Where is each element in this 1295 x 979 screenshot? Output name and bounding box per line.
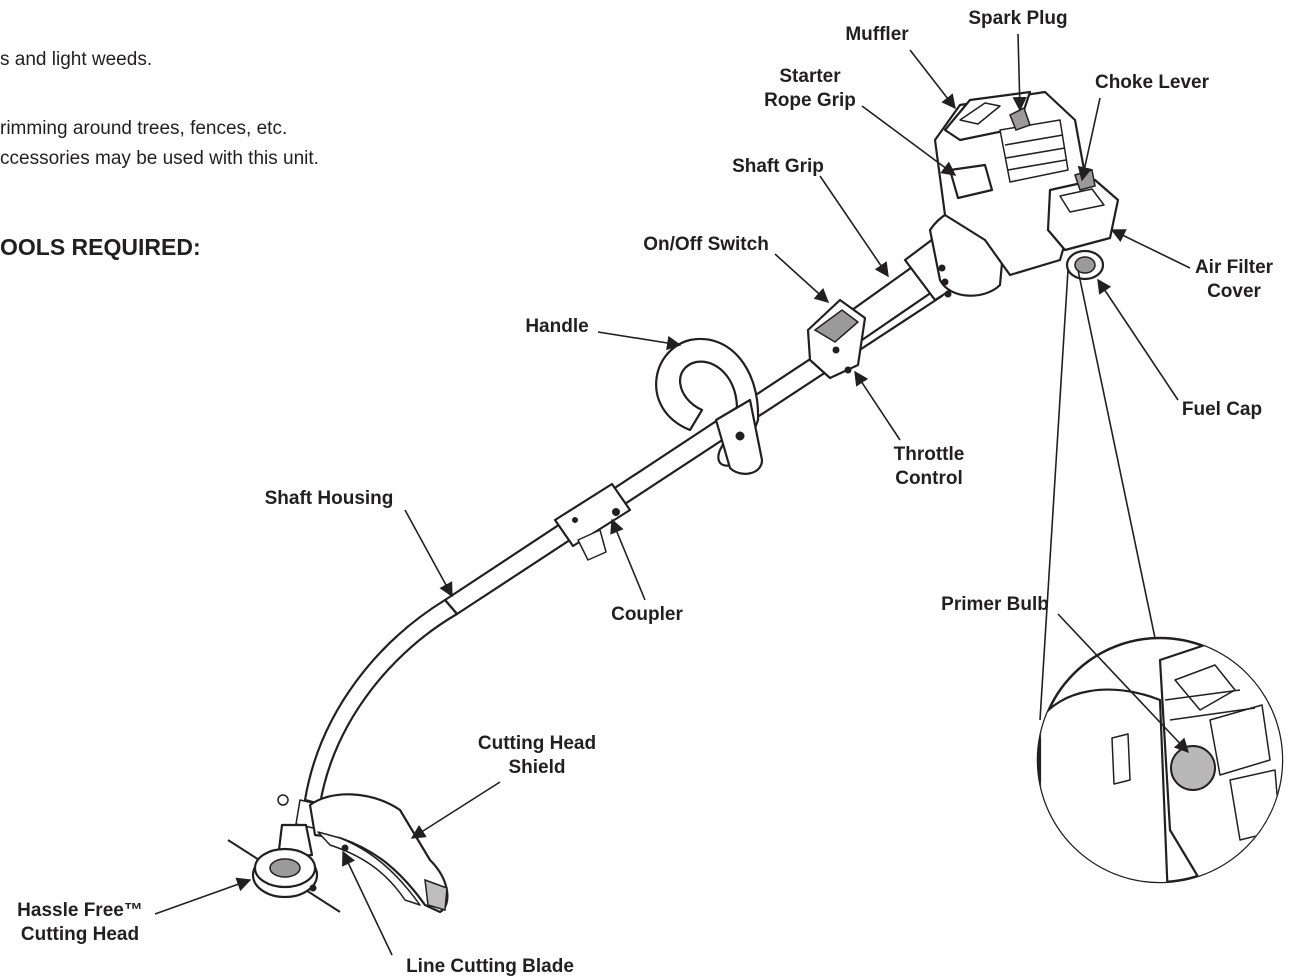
trimmer-illustration — [227, 90, 1120, 914]
label-handle: Handle — [525, 316, 588, 337]
leader-line-cutting-blade — [342, 850, 393, 956]
label-muffler: Muffler — [845, 24, 909, 45]
label-primer-bulb: Primer Bulb — [941, 594, 1049, 615]
hassle-free-cutting-head-part — [227, 794, 341, 913]
label-hassle-free-1: Hassle Free™ — [17, 900, 143, 921]
leader-on-off-switch — [774, 253, 830, 303]
intro-line-1: s and light weeds. — [0, 49, 153, 70]
label-starter-rope-grip-1: Starter — [779, 66, 841, 87]
leader-shaft-grip — [819, 175, 889, 278]
leader-shaft-housing — [404, 509, 453, 598]
leader-fuel-cap — [1097, 278, 1179, 401]
leader-throttle-control — [854, 370, 901, 441]
coupler-part — [553, 482, 632, 561]
label-air-filter-cover-2: Cover — [1207, 281, 1261, 302]
label-cutting-head-shield-2: Shield — [508, 757, 565, 778]
label-on-off-switch: On/Off Switch — [643, 234, 769, 255]
engine-part — [903, 90, 1120, 302]
intro-line-3: ccessories may be used with this unit. — [0, 148, 319, 169]
tools-required-heading: OOLS REQUIRED: — [0, 234, 201, 260]
leader-cutting-head-shield — [410, 781, 501, 839]
label-fuel-cap: Fuel Cap — [1182, 399, 1262, 420]
label-line-cutting-blade: Line Cutting Blade — [406, 956, 574, 977]
cutting-head-shield-part — [308, 793, 449, 914]
leader-coupler — [610, 518, 646, 601]
shaft-grip-part — [806, 263, 937, 380]
leader-muffler — [909, 49, 956, 110]
leader-starter-rope-grip — [861, 105, 957, 176]
leader-spark-plug — [1012, 33, 1027, 112]
label-hassle-free-2: Cutting Head — [21, 924, 139, 945]
label-starter-rope-grip-2: Rope Grip — [764, 90, 856, 111]
label-throttle-control-2: Control — [895, 468, 963, 489]
handle-part — [655, 337, 764, 475]
intro-line-2: rimming around trees, fences, etc. — [0, 118, 288, 139]
leader-hassle-free — [154, 877, 252, 915]
label-throttle-control-1: Throttle — [894, 444, 965, 465]
label-shaft-grip: Shaft Grip — [732, 156, 824, 177]
leader-choke-lever — [1077, 97, 1101, 182]
label-choke-lever: Choke Lever — [1095, 72, 1210, 93]
leader-air-filter-cover — [1110, 229, 1191, 269]
leader-handle — [597, 331, 682, 351]
primer-bulb-inset — [1036, 269, 1284, 884]
label-coupler: Coupler — [611, 604, 683, 625]
label-shaft-housing: Shaft Housing — [265, 488, 394, 509]
leader-primer-bulb — [1057, 613, 1189, 754]
label-air-filter-cover-1: Air Filter — [1195, 257, 1274, 278]
label-spark-plug: Spark Plug — [968, 8, 1067, 29]
label-cutting-head-shield-1: Cutting Head — [478, 733, 596, 754]
